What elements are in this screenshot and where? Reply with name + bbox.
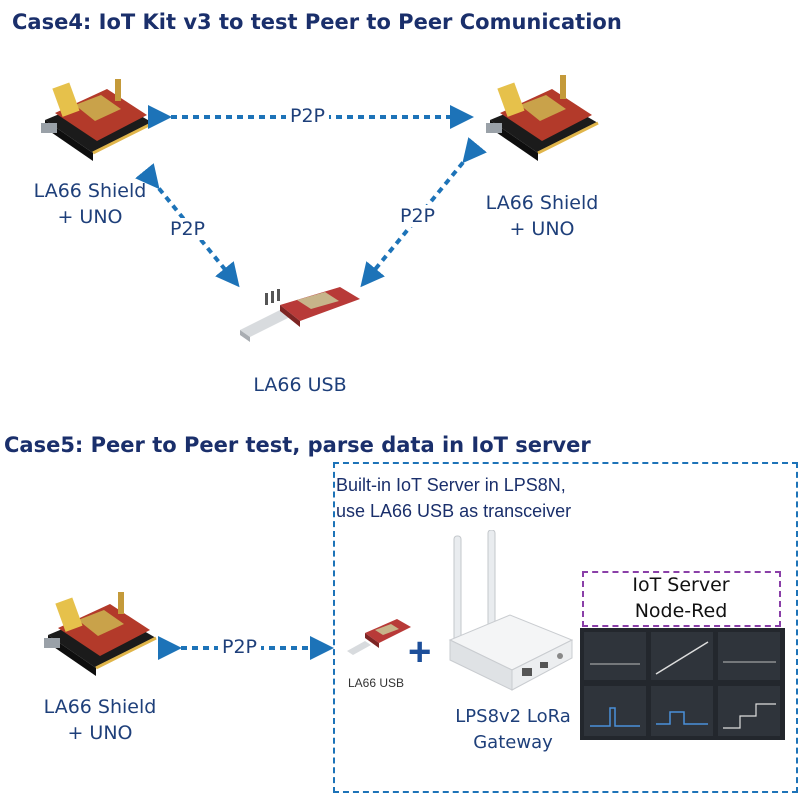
case5-shield-label: LA66 Shield + UNO <box>30 694 170 746</box>
box-caption: Built-in IoT Server in LPS8N, use LA66 U… <box>336 472 571 524</box>
case5-link-label: P2P <box>218 636 262 658</box>
gateway-line1: LPS8v2 LoRa <box>455 706 571 727</box>
la66-usb-dongle-small <box>347 619 411 655</box>
node-right-line1: LA66 Shield <box>485 192 599 214</box>
lps8v2-gateway <box>448 530 574 691</box>
iot-server-label: IoT Server Node-Red <box>582 572 780 624</box>
node-red-dashboard <box>580 628 785 740</box>
box-caption-line1: Built-in IoT Server in LPS8N, <box>336 475 566 495</box>
plus-sign: + <box>408 630 432 674</box>
case5-arrow <box>158 636 334 660</box>
link-left-label: P2P <box>166 218 210 240</box>
node-left-label: LA66 Shield + UNO <box>25 178 155 230</box>
la66-shield-uno-board-left <box>41 79 154 161</box>
la66-usb-dongle <box>240 287 360 342</box>
la66-shield-uno-board-case5 <box>44 592 157 676</box>
iot-server-line2: Node-Red <box>634 600 728 622</box>
case5-shield-line1: LA66 Shield <box>43 696 157 718</box>
iot-server-label-box <box>582 571 781 627</box>
node-right-label: LA66 Shield + UNO <box>472 190 612 242</box>
node-right-line2: + UNO <box>509 218 575 240</box>
iot-server-boundary <box>333 462 798 793</box>
dashboard-charts <box>584 632 780 736</box>
node-left-line1: LA66 Shield <box>33 180 147 202</box>
case5-shield-line2: + UNO <box>67 722 133 744</box>
iot-server-line1: IoT Server <box>632 574 730 596</box>
gateway-label: LPS8v2 LoRa Gateway <box>438 704 588 756</box>
node-bottom-label: LA66 USB <box>230 372 370 398</box>
case4-title: Case4: IoT Kit v3 to test Peer to Peer C… <box>12 10 622 34</box>
link-right-label: P2P <box>396 205 440 227</box>
link-top-label: P2P <box>286 105 330 127</box>
node-left-line2: + UNO <box>57 206 123 228</box>
la66-shield-uno-board-right <box>486 75 599 161</box>
gateway-line2: Gateway <box>473 732 553 753</box>
usb-label: LA66 USB <box>348 676 405 690</box>
node-bottom-line1: LA66 USB <box>253 374 347 396</box>
box-caption-line2: use LA66 USB as transceiver <box>336 501 572 521</box>
case5-title: Case5: Peer to Peer test, parse data in … <box>4 433 591 457</box>
